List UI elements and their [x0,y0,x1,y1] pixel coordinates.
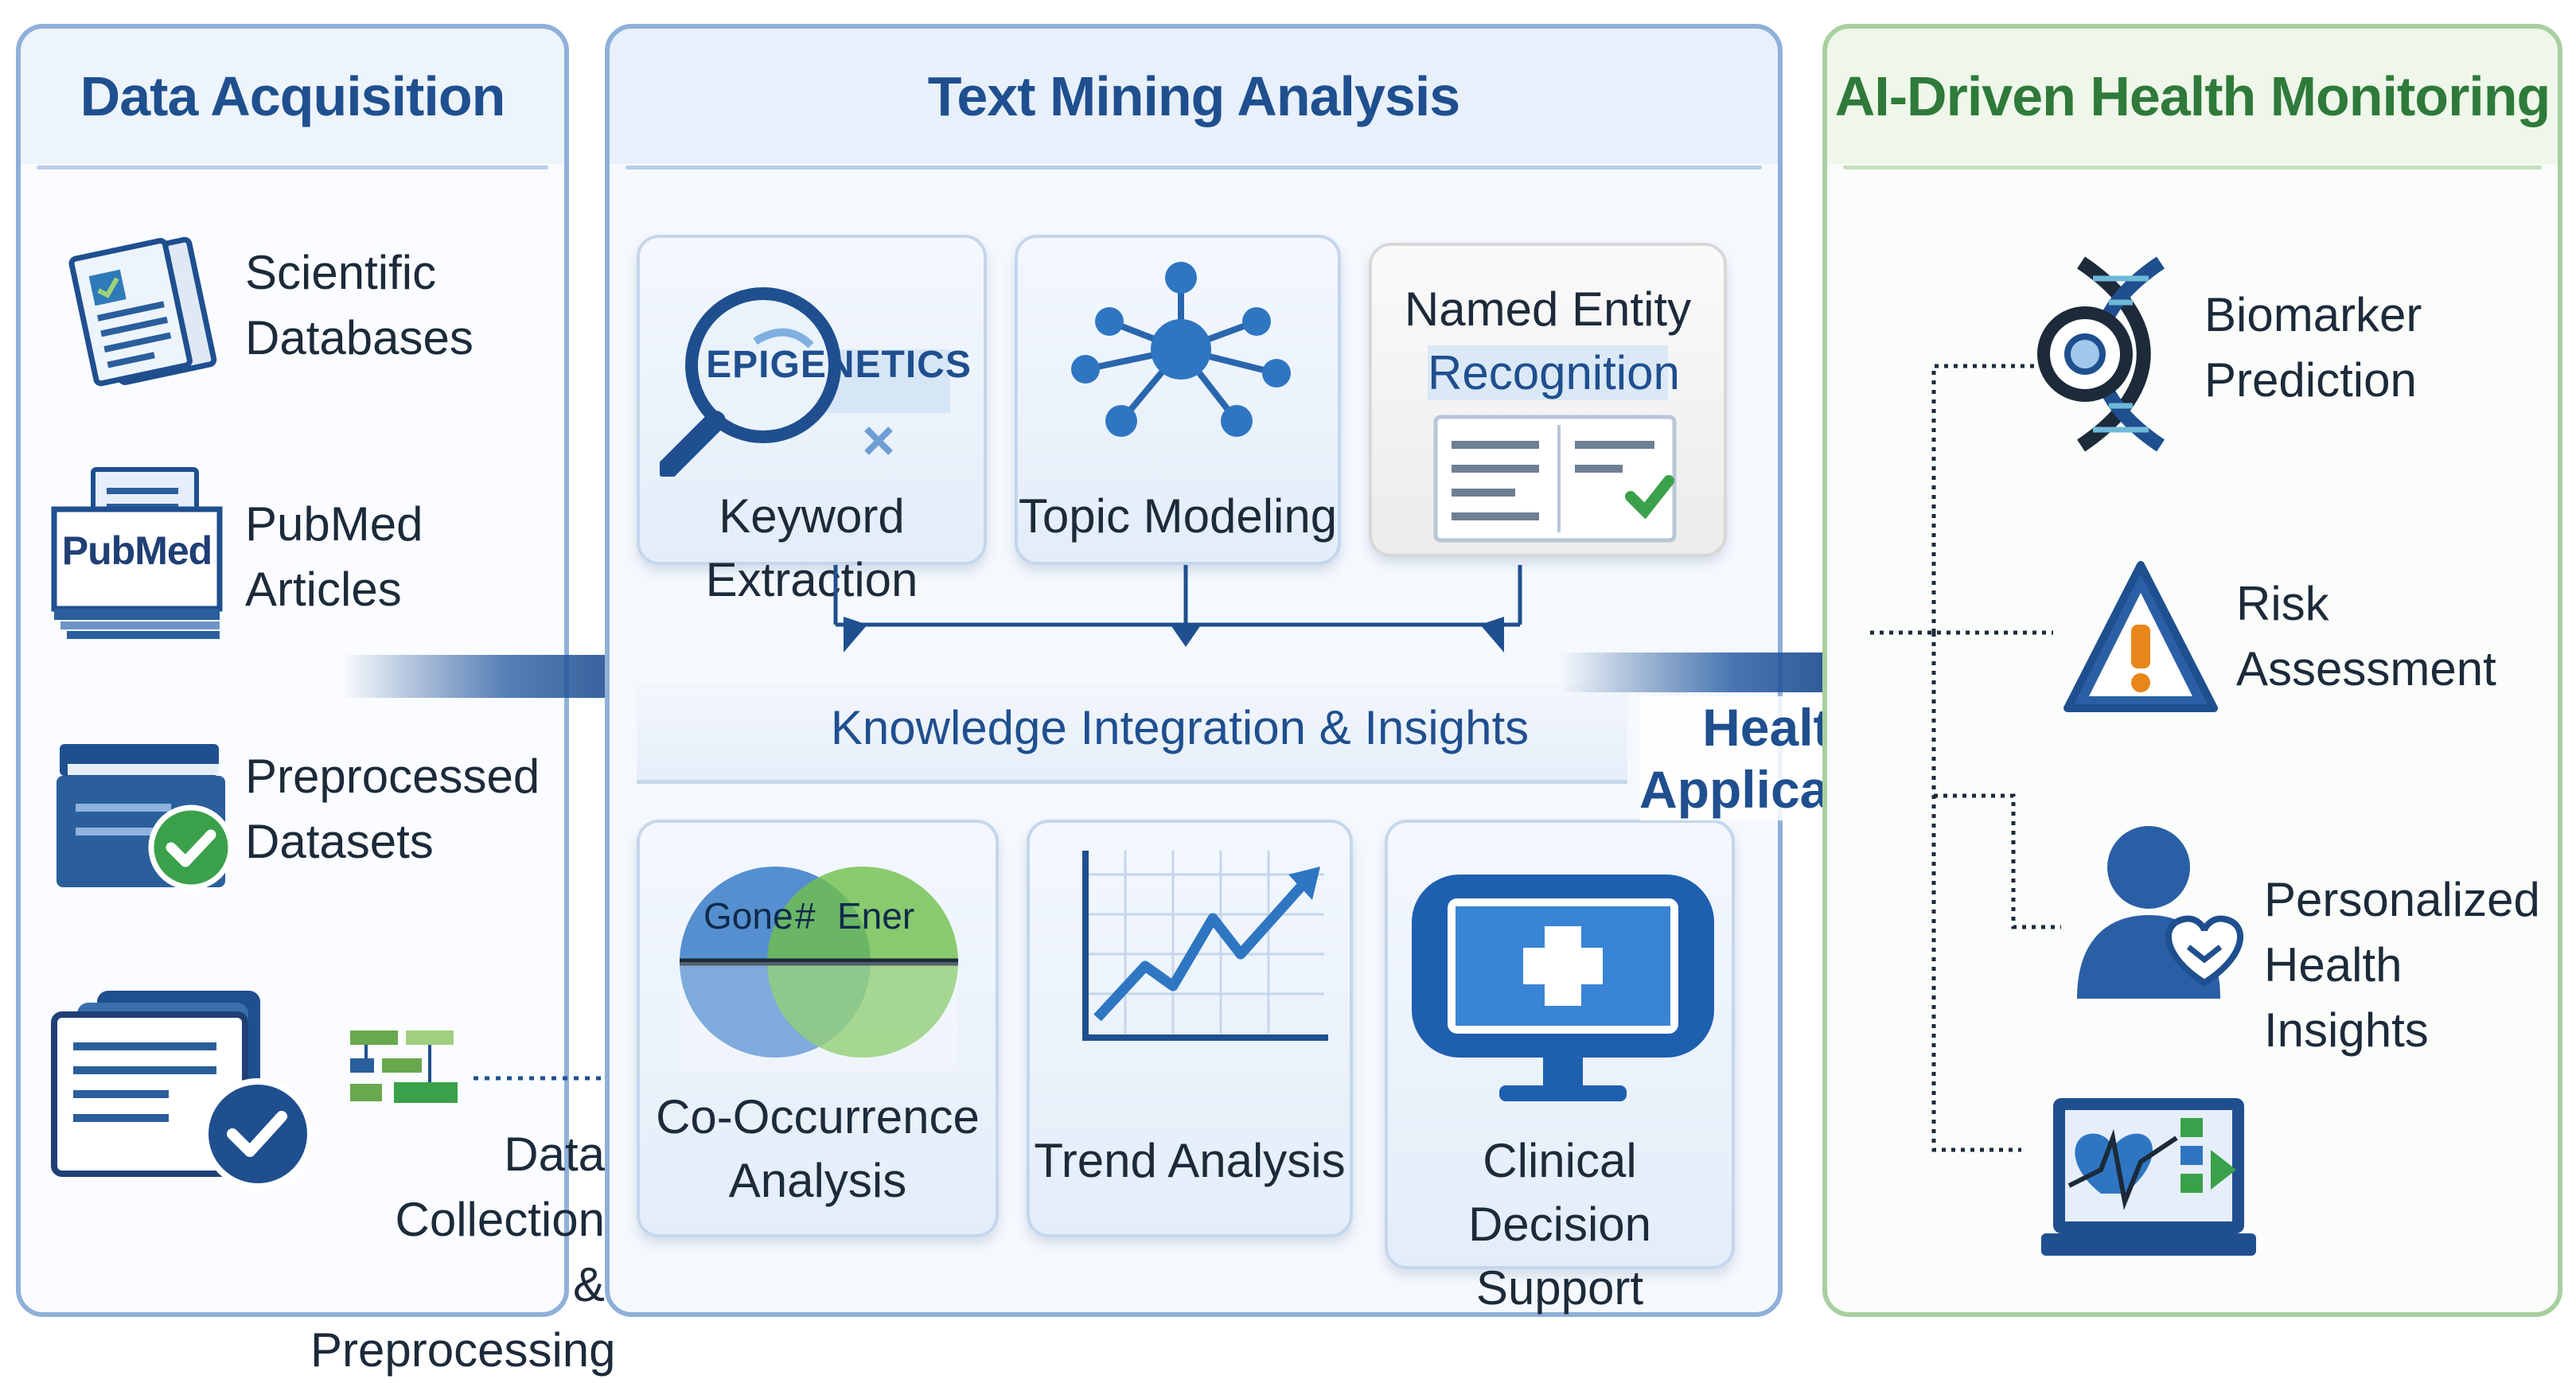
clinical-decision-box: Clinical Decision Support [1385,820,1735,1315]
data-collection-label: Data Collection & Preprocessing [310,1128,616,1377]
trend-analysis-label: Trend Analysis [1034,1134,1346,1187]
clinical-decision-label: Clinical Decision Support [1467,1134,1652,1315]
venn-icon [680,867,958,1073]
divider [37,166,548,169]
medical-monitor-icon [1412,875,1714,1101]
panel-title: Data Acquisition [80,65,506,127]
biomarker-prediction-label: Biomarker Prediction [2204,288,2422,407]
named-entity-box: Named Entity Recognition [1369,243,1727,557]
venn-mid-text: # [795,895,816,937]
co-occurrence-label: Co-Occurrence Analysis [656,1090,980,1207]
recognition-label: Recognition [1428,345,1680,400]
divider [625,166,1762,169]
trend-chart-icon [1082,851,1328,1041]
dotted-connectors [1870,364,2061,1152]
document-check-icon [1433,415,1677,543]
keyword-extraction-label: Keyword Extraction [705,489,918,606]
person-heart-icon [2077,826,2244,999]
connector-bracket [833,565,1522,653]
network-icon [1071,262,1291,437]
health-monitor-icon [2041,1098,2256,1256]
personalized-insights-label: Personalized Health Insights [2264,873,2540,1057]
folder-check-icon [57,744,234,890]
dna-icon [2037,256,2165,452]
risk-assessment-label: Risk Assessment [2236,577,2496,695]
topic-modeling-label: Topic Modeling [1018,489,1338,543]
magnifier-icon [660,287,950,477]
topic-modeling-box: Topic Modeling [1015,235,1341,565]
pubmed-articles-label: PubMed Articles [245,497,423,616]
named-entity-label: Named Entity [1404,282,1692,336]
data-collection-icon [51,991,314,1190]
co-occurrence-box: Gone # Ener Co-Occurrence Analysis [637,820,999,1237]
preprocessed-datasets-label: Preprocessed Datasets [245,750,540,868]
document-stack-icon [68,236,217,387]
pubmed-badge: PubMed [61,528,212,573]
panel-title: AI-Driven Health Monitoring [1834,65,2551,127]
flow-arrow-left [342,621,712,732]
flow-arrow-right [1560,617,1906,728]
venn-left-text: Gone [703,895,793,937]
venn-right-text: Ener [837,895,915,937]
knowledge-integration-label: Knowledge Integration & Insights [830,701,1530,754]
integration-band [637,684,1627,784]
scientific-databases-label: Scientific Databases [245,246,474,364]
epigenetics-tag: EPIGENETICS [706,344,972,386]
divider [1843,166,2542,169]
keyword-extraction-box: EPIGENETICS Keyword Extraction [637,235,987,606]
pipeline-mini-icon [350,1030,458,1103]
panel-title: Text Mining Analysis [927,65,1460,127]
trend-analysis-box: Trend Analysis [1027,820,1353,1237]
pubmed-icon: PubMed [49,466,224,645]
warning-icon [2064,561,2218,712]
